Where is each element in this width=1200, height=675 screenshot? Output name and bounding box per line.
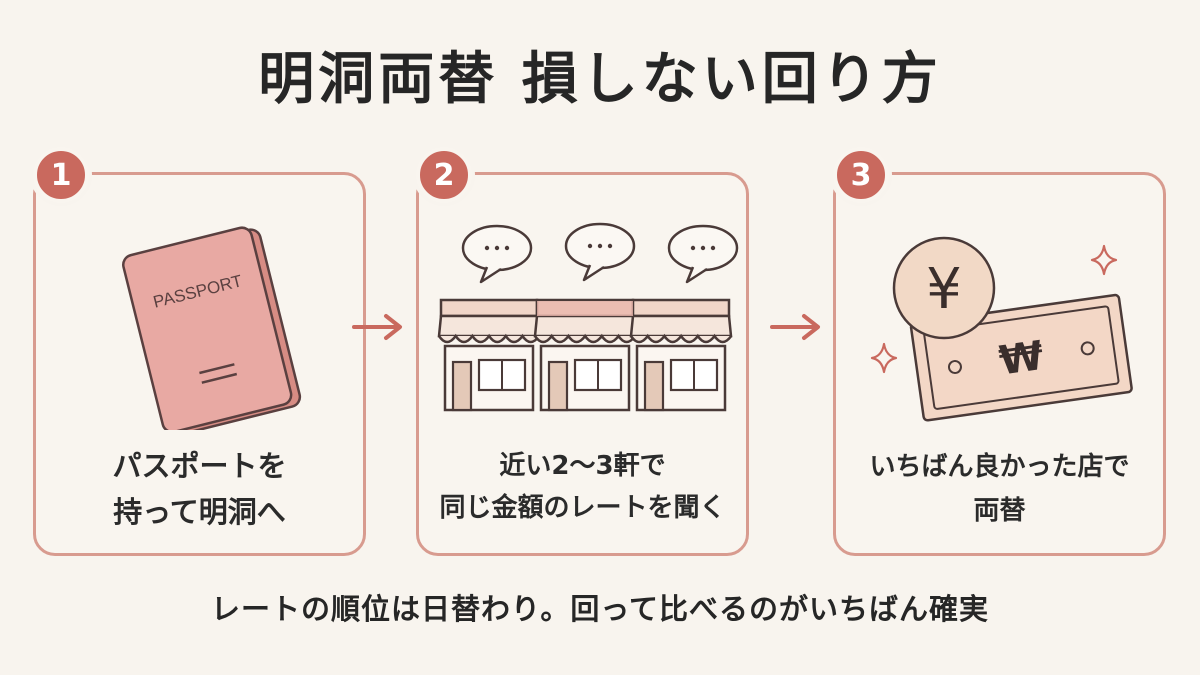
arrow-right-icon xyxy=(352,314,402,340)
shops-icon xyxy=(437,222,739,412)
yen-symbol: ¥ xyxy=(926,257,962,322)
caption-line: 同じ金額のレートを聞く xyxy=(439,493,726,523)
step-card-2: 2 近い2〜 xyxy=(416,147,749,556)
caption-line: パスポートを xyxy=(112,449,287,483)
won-symbol: ₩ xyxy=(996,333,1046,385)
passport-icon: PASSPORT xyxy=(122,226,302,430)
currency-exchange-icon: ₩ ¥ xyxy=(870,236,1133,422)
step-number-badge-2: 2 xyxy=(416,147,472,203)
step-caption-1: パスポートを 持って明洞へ xyxy=(36,443,363,535)
step-card-1: 1 PASSPORT パスポートを 持って明洞へ xyxy=(33,147,366,556)
sparkle-icon xyxy=(1090,244,1118,276)
caption-line: 持って明洞へ xyxy=(113,495,286,529)
step-card-3: 3 ₩ ¥ いちばん良かった店で 両替 xyxy=(833,147,1166,556)
footer-note: レートの順位は日替わり。回って比べるのがいちばん確実 xyxy=(211,592,989,626)
arrow-right-icon xyxy=(770,314,820,340)
caption-line: 両替 xyxy=(973,496,1026,526)
caption-line: 近い2〜3軒で xyxy=(499,451,666,481)
sparkle-icon xyxy=(870,342,898,374)
step-caption-3: いちばん良かった店で 両替 xyxy=(836,445,1163,533)
step-caption-2: 近い2〜3軒で 同じ金額のレートを聞く xyxy=(419,445,746,529)
step-number-badge-1: 1 xyxy=(33,147,89,203)
page-title: 明洞両替 損しない回り方 xyxy=(258,47,942,112)
step-number-badge-3: 3 xyxy=(833,147,889,203)
caption-line: いちばん良かった店で xyxy=(869,452,1130,482)
